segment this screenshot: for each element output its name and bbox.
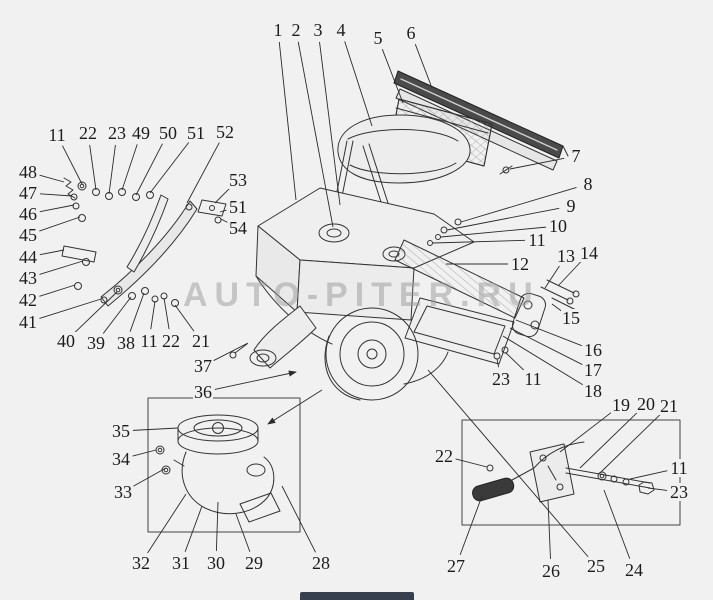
callout-43: 43 — [18, 268, 38, 288]
callout-21: 21 — [659, 396, 679, 416]
callout-54: 54 — [228, 218, 248, 238]
callout-31: 31 — [171, 553, 191, 573]
callout-10: 10 — [548, 216, 568, 236]
callout-14: 14 — [579, 243, 599, 263]
callout-13: 13 — [556, 246, 576, 266]
callout-37: 37 — [193, 356, 213, 376]
callout-35: 35 — [111, 421, 131, 441]
callout-30: 30 — [206, 553, 226, 573]
callout-11: 11 — [523, 369, 543, 389]
bottom-edge-artifact — [300, 592, 414, 600]
callout-23: 23 — [669, 482, 689, 502]
callout-51: 51 — [228, 197, 248, 217]
callout-28: 28 — [311, 553, 331, 573]
callout-4: 4 — [335, 20, 347, 40]
callout-26: 26 — [541, 561, 561, 581]
callout-17: 17 — [583, 360, 603, 380]
callout-8: 8 — [582, 174, 594, 194]
elbow-duct — [229, 305, 317, 369]
callout-5: 5 — [372, 28, 384, 48]
callout-49: 49 — [131, 123, 151, 143]
callout-53: 53 — [228, 170, 248, 190]
callout-2: 2 — [290, 20, 302, 40]
callout-38: 38 — [116, 333, 136, 353]
callout-27: 27 — [446, 556, 466, 576]
callout-46: 46 — [18, 204, 38, 224]
callout-21: 21 — [191, 331, 211, 351]
callout-22: 22 — [434, 446, 454, 466]
callout-20: 20 — [636, 394, 656, 414]
callout-6: 6 — [405, 23, 417, 43]
callout-7: 7 — [570, 146, 582, 166]
callout-15: 15 — [561, 308, 581, 328]
callout-52: 52 — [215, 122, 235, 142]
callout-32: 32 — [131, 553, 151, 573]
callout-51: 51 — [186, 123, 206, 143]
callout-22: 22 — [78, 123, 98, 143]
callout-3: 3 — [312, 20, 324, 40]
callout-22: 22 — [161, 331, 181, 351]
callout-11: 11 — [527, 230, 547, 250]
watermark: AUTO-PITER.RU — [183, 276, 540, 314]
callout-12: 12 — [510, 254, 530, 274]
callout-40: 40 — [56, 331, 76, 351]
callout-9: 9 — [565, 196, 577, 216]
callout-24: 24 — [624, 560, 644, 580]
callout-41: 41 — [18, 312, 38, 332]
callout-29: 29 — [244, 553, 264, 573]
air-channel — [394, 239, 525, 319]
callout-45: 45 — [18, 225, 38, 245]
callout-47: 47 — [18, 183, 38, 203]
callout-16: 16 — [583, 340, 603, 360]
callout-50: 50 — [158, 123, 178, 143]
callout-34: 34 — [111, 449, 131, 469]
detail-inset-lever — [461, 419, 681, 526]
seat-cushion — [337, 114, 471, 184]
callout-11: 11 — [139, 331, 159, 351]
callout-18: 18 — [583, 381, 603, 401]
callout-25: 25 — [586, 556, 606, 576]
callout-44: 44 — [18, 247, 38, 267]
callout-23: 23 — [107, 123, 127, 143]
callout-36: 36 — [193, 382, 213, 402]
callout-39: 39 — [86, 333, 106, 353]
callout-23: 23 — [491, 369, 511, 389]
callout-11: 11 — [47, 125, 67, 145]
callout-1: 1 — [272, 20, 284, 40]
lever-assembly — [61, 177, 227, 307]
detail-inset-blower — [147, 397, 301, 533]
callout-11: 11 — [669, 458, 689, 478]
callout-42: 42 — [18, 290, 38, 310]
callout-48: 48 — [18, 162, 38, 182]
callout-33: 33 — [113, 482, 133, 502]
callout-19: 19 — [611, 395, 631, 415]
